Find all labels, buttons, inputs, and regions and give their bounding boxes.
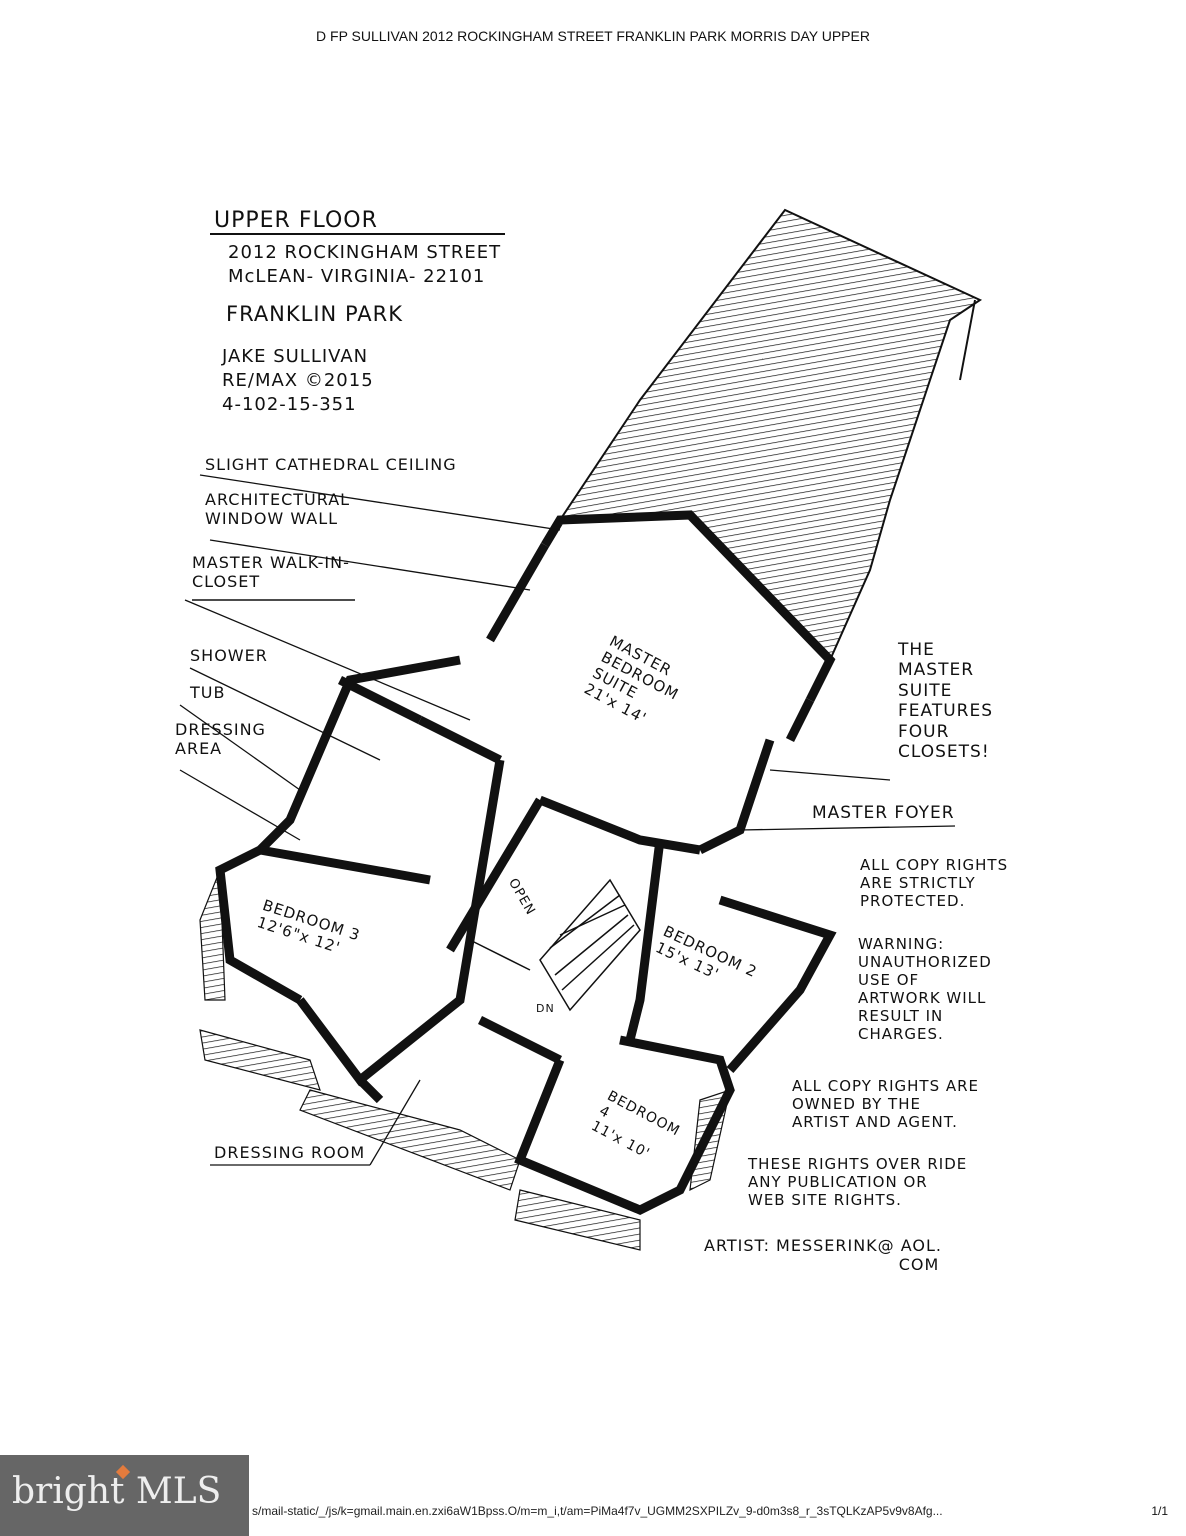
callout-dressing-area: DRESSING AREA: [175, 720, 266, 759]
callout-four-closets: THE MASTER SUITE FEATURES FOUR CLOSETS!: [898, 640, 994, 762]
note-copyright: ALL COPY RIGHTS ARE STRICTLY PROTECTED.: [860, 856, 1009, 910]
logo-text: bright MLS: [12, 1471, 222, 1512]
bright-mls-logo: bright MLS: [0, 1455, 249, 1536]
callout-window-wall: ARCHITECTURAL WINDOW WALL: [205, 490, 351, 529]
community-name: FRANKLIN PARK: [226, 302, 403, 326]
note-rights: THESE RIGHTS OVER RIDE ANY PUBLICATION O…: [748, 1155, 968, 1209]
agent-company: RE/MAX ©2015: [222, 370, 374, 391]
callout-tub: TUB: [190, 683, 226, 702]
callout-master-foyer: MASTER FOYER: [812, 803, 955, 823]
address-line-2: McLEAN- VIRGINIA- 22101: [228, 266, 486, 287]
sheet-title: UPPER FLOOR: [214, 208, 378, 233]
callout-cathedral-ceiling: SLIGHT CATHEDRAL CEILING: [205, 455, 457, 474]
callout-lines: [179, 474, 956, 1166]
address-line-1: 2012 ROCKINGHAM STREET: [228, 242, 502, 263]
page-number: 1/1: [1151, 1504, 1168, 1518]
document-header: D FP SULLIVAN 2012 ROCKINGHAM STREET FRA…: [316, 28, 870, 44]
walls: [215, 510, 837, 1215]
artist-credit: ARTIST: MESSERINK@ AOL. COM: [704, 1236, 943, 1275]
stairs: [469, 878, 641, 1012]
agent-name: JAKE SULLIVAN: [222, 346, 369, 367]
reference-code: 4-102-15-351: [222, 394, 357, 415]
footer-url: s/mail-static/_/js/k=gmail.main.en.zxi6a…: [252, 1504, 943, 1518]
callout-dressing-room: DRESSING ROOM: [214, 1143, 366, 1162]
note-ownership: ALL COPY RIGHTS ARE OWNED BY THE ARTIST …: [792, 1077, 980, 1131]
callout-walk-in-closet: MASTER WALK-IN- CLOSET: [192, 553, 350, 592]
note-warning: WARNING: UNAUTHORIZED USE OF ARTWORK WIL…: [858, 935, 992, 1043]
callout-shower: SHOWER: [190, 646, 268, 665]
balconies: [199, 869, 731, 1251]
label-down: DN: [536, 1002, 555, 1015]
